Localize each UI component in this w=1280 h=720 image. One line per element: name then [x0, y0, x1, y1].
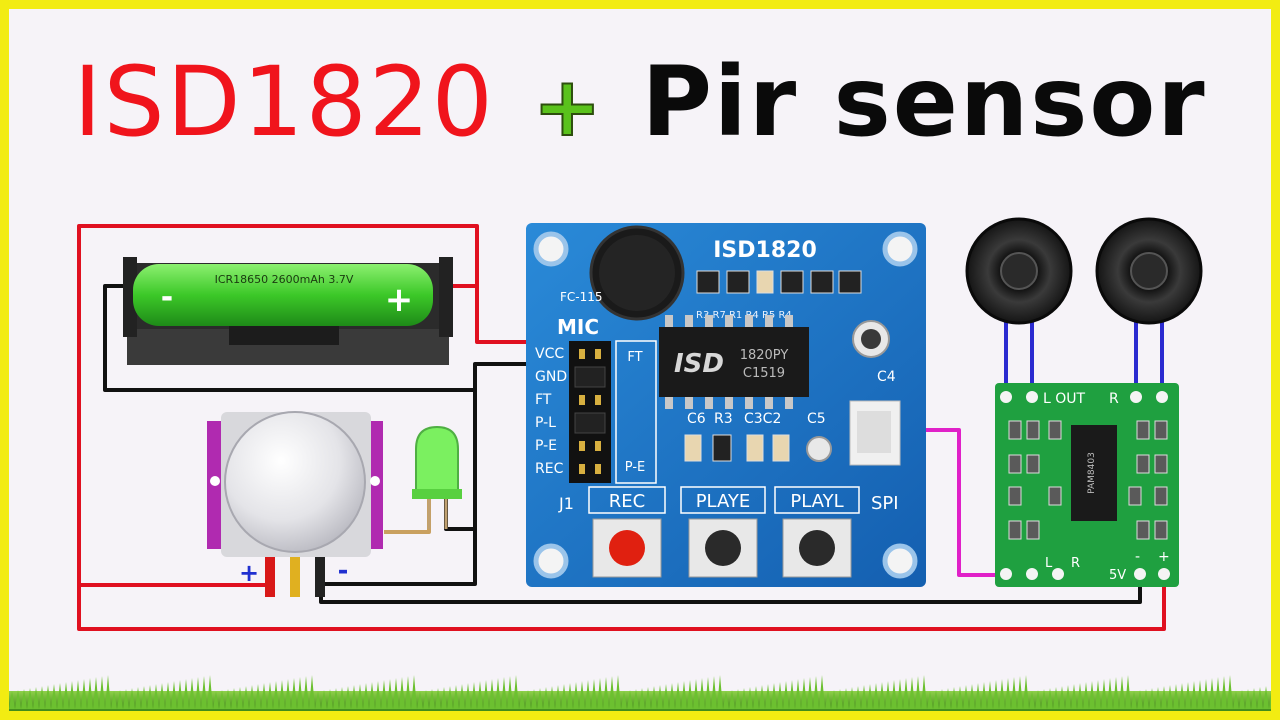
button-playl-label: PLAYL [790, 491, 843, 512]
grass-border [9, 675, 1271, 711]
amp-minus: - [1135, 549, 1140, 565]
pin-labels: VCC GND FT P-L P-E REC [535, 346, 567, 477]
button-playl: PLAYL [774, 486, 860, 578]
isd1820-board: ISD1820 FC-115 MIC R3 R7 R1 R4 R5 R4 VCC… [526, 223, 926, 587]
button-rec-label: REC [609, 491, 645, 512]
isd-chip [659, 327, 809, 397]
amplifier-board: L OUT R PAM8403 L R 5V - + [995, 383, 1179, 587]
pir-plus-label: + [239, 559, 259, 587]
pin-rec: REC [535, 461, 564, 477]
amp-chip [1071, 425, 1117, 521]
jumper-2 [574, 412, 606, 434]
amp-l-out: L OUT [1043, 391, 1086, 407]
pin-pe: P-E [535, 438, 557, 454]
speaker-left [965, 217, 1073, 325]
amp-r-in: R [1071, 556, 1080, 571]
c6-label: C6 [687, 411, 706, 427]
board-name: ISD1820 [713, 238, 817, 263]
pe-label: P-E [625, 460, 645, 475]
c3c2-label: C3C2 [744, 411, 781, 427]
jumper-1 [574, 366, 606, 388]
green-led [412, 425, 462, 529]
top-resistor-labels: R3 R7 R1 R4 R5 R4 [696, 310, 792, 321]
battery-cell [133, 264, 433, 326]
board-model: FC-115 [560, 290, 603, 304]
mic-label: MIC [557, 315, 599, 339]
button-playe: PLAYE [680, 486, 766, 578]
pin-vcc: VCC [535, 346, 564, 362]
wire-black-battery [103, 284, 534, 392]
amp-chip-label: PAM8403 [1087, 452, 1097, 494]
button-playe-label: PLAYE [696, 491, 751, 512]
r3-label: R3 [714, 411, 733, 427]
pin-header [569, 341, 611, 483]
battery-holder: ICR18650 2600mAh 3.7V - + [123, 257, 453, 365]
pin-pl: P-L [535, 415, 556, 431]
c4-label: C4 [877, 369, 896, 385]
wire-blue-spk-right [1134, 319, 1164, 394]
chip-code-2: C1519 [743, 366, 785, 381]
amp-plus: + [1158, 549, 1170, 565]
c5-label: C5 [807, 411, 826, 427]
title-plus: + [532, 59, 604, 156]
button-rec: REC [588, 486, 666, 578]
battery-minus: - [161, 280, 173, 315]
amp-r-out: R [1109, 391, 1119, 407]
title-part-isd1820: ISD1820 [73, 46, 495, 158]
wire-blue-spk-left [1004, 319, 1034, 394]
title-part-pir-sensor: Pir sensor [641, 46, 1207, 158]
pir-minus-label: - [338, 556, 349, 586]
wire-red-battery-loop [434, 284, 534, 344]
amp-l-in: L [1045, 556, 1053, 571]
amp-5v: 5V [1109, 568, 1126, 583]
wire-red-top [77, 224, 1166, 631]
wiring-diagram: ICR18650 2600mAh 3.7V - + + - [9, 217, 1271, 711]
speaker-right [1095, 217, 1203, 325]
page-title: ISD1820 + Pir sensor [9, 47, 1271, 163]
pir-sensor: + - [207, 411, 383, 597]
pir-dome [224, 411, 366, 553]
battery-label: ICR18650 2600mAh 3.7V [215, 273, 354, 286]
ft-label: FT [627, 350, 642, 365]
wire-led-leg [384, 499, 431, 534]
pin-ft: FT [535, 392, 552, 408]
j1-label: J1 [558, 494, 574, 513]
pin-gnd: GND [535, 369, 567, 385]
chip-brand: ISD [674, 349, 724, 379]
wire-black-led-to-loop [444, 499, 475, 531]
spi-label: SPI [871, 493, 899, 514]
chip-code-1: 1820PY [740, 348, 789, 363]
battery-plus: + [385, 280, 414, 320]
